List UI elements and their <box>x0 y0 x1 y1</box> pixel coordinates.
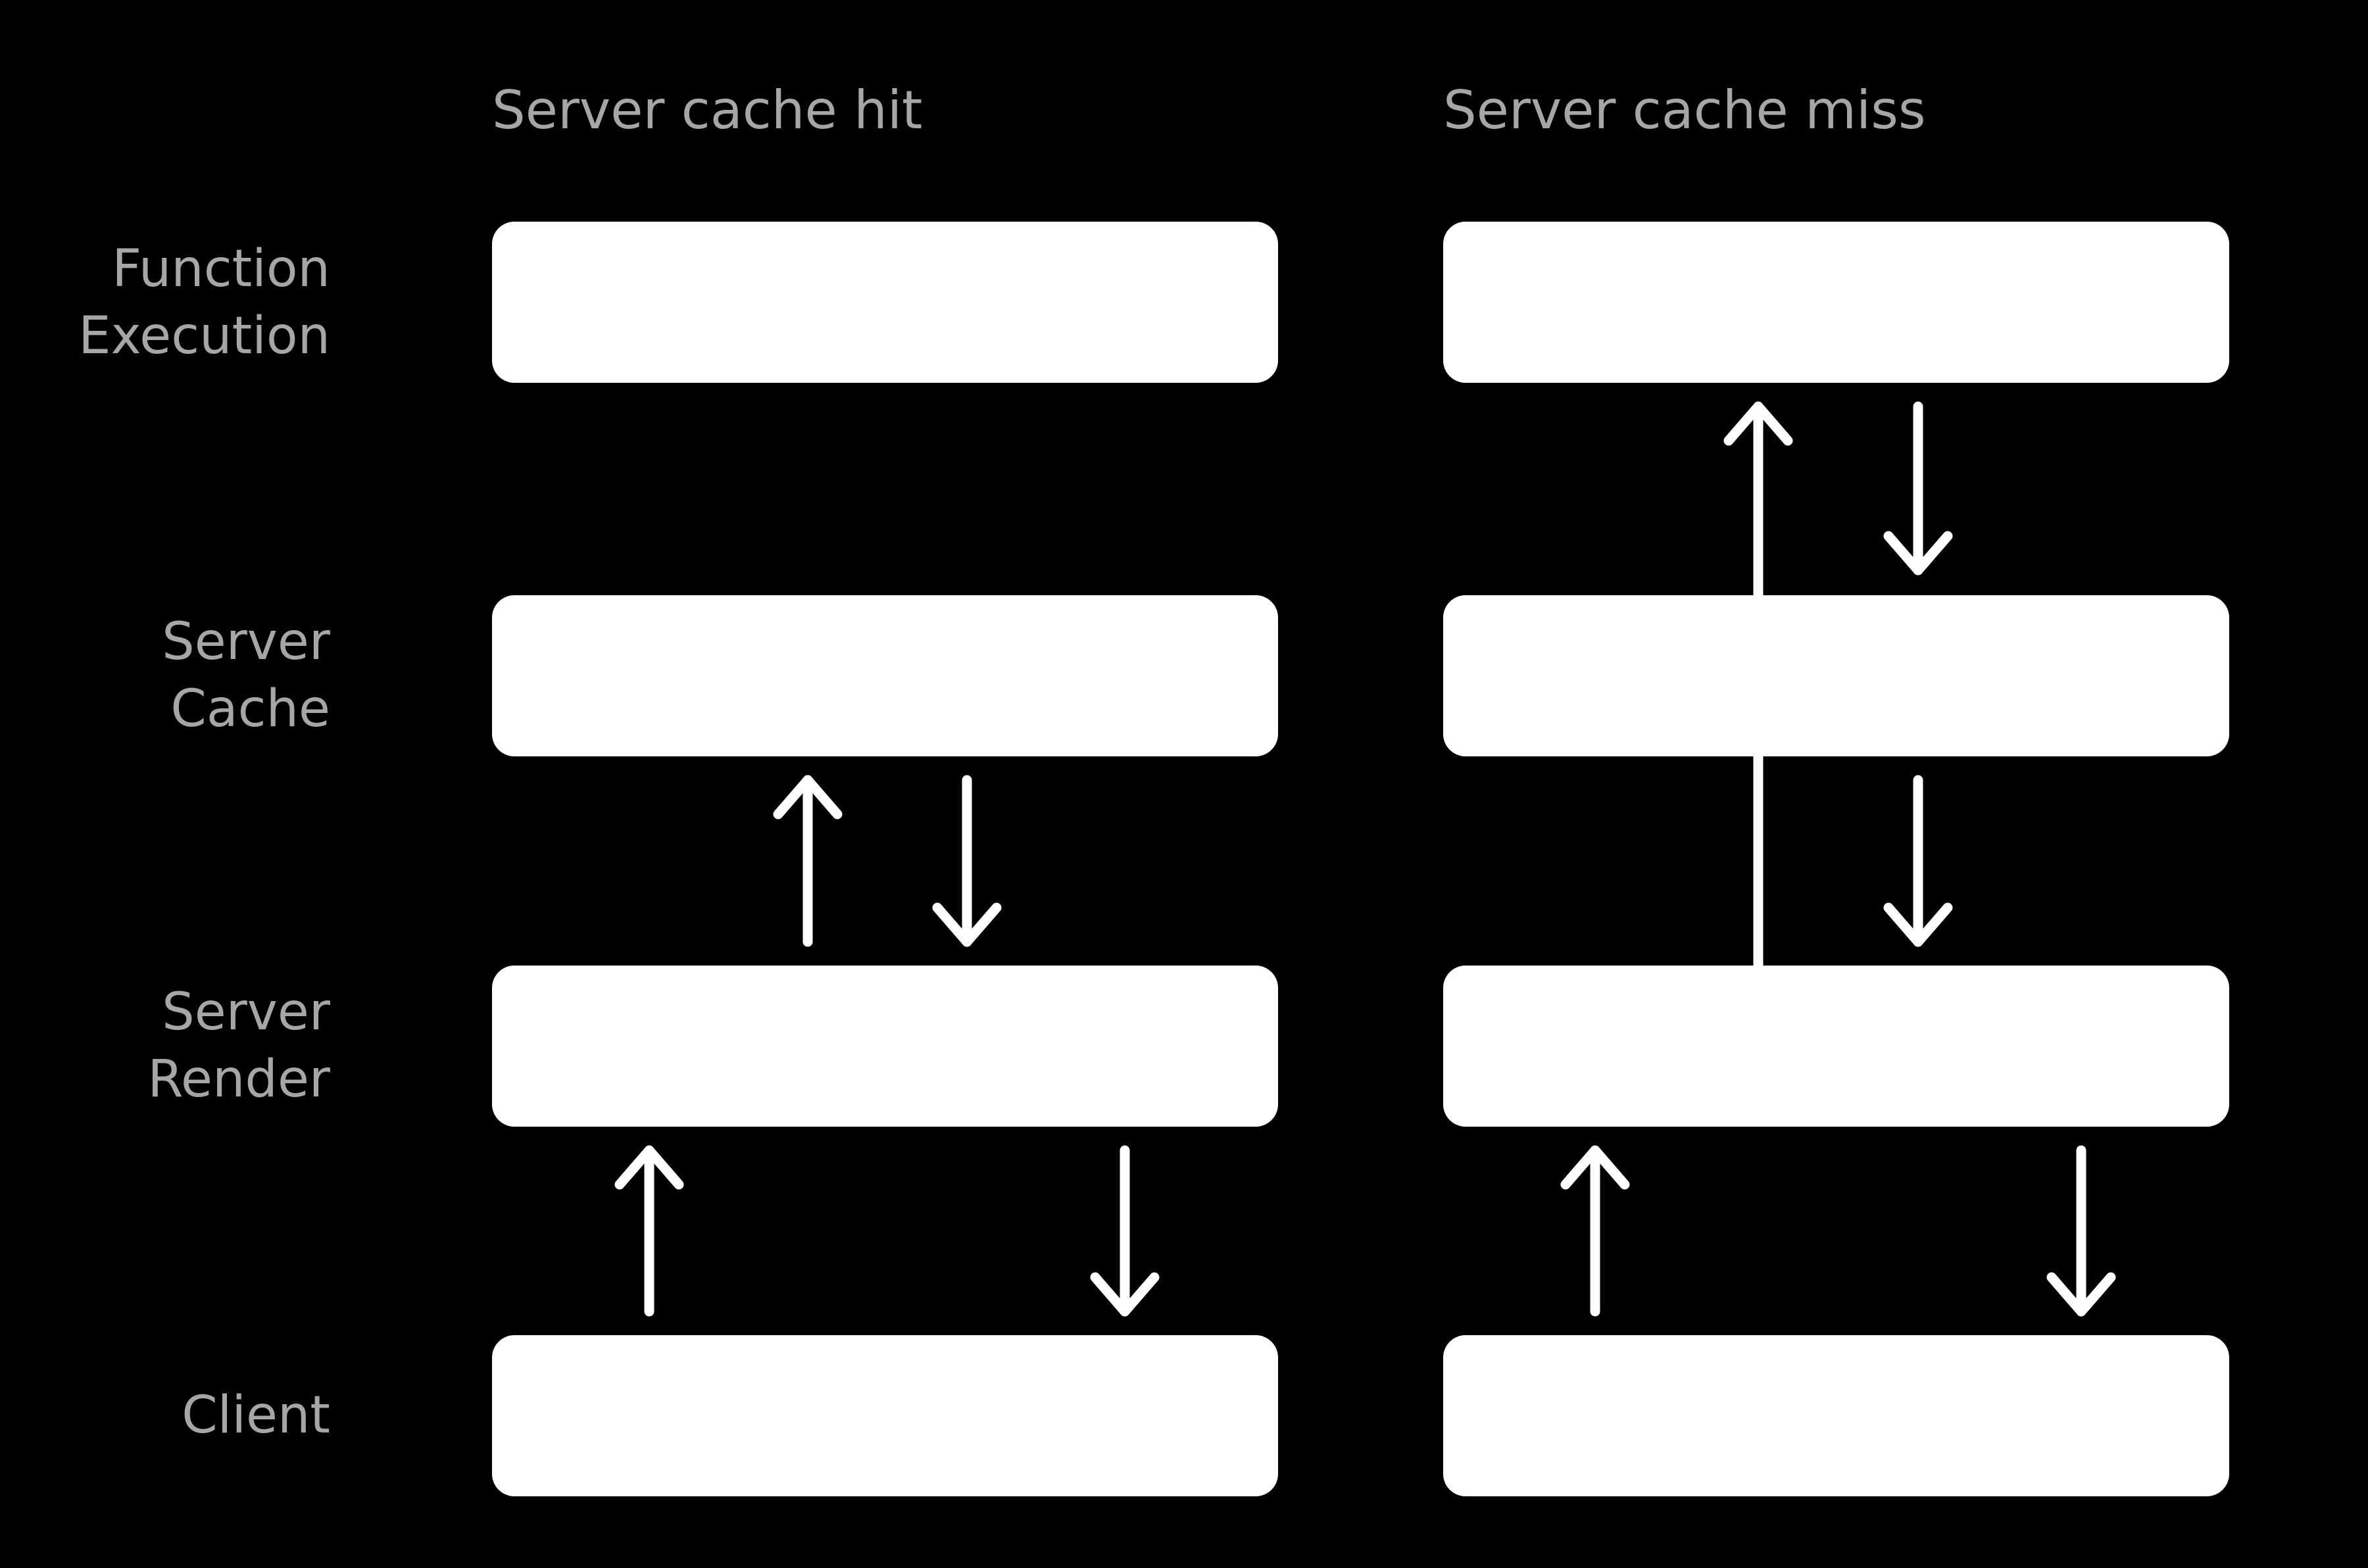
row-label-line: Server <box>162 983 330 1042</box>
arrow-hit-server-render-to-client <box>1090 1145 1160 1317</box>
row-label-client: Client <box>0 1382 330 1449</box>
box-hit-server-render <box>492 966 1278 1127</box>
row-label-server-render: Server Render <box>0 979 330 1113</box>
box-miss-server-cache <box>1443 595 2229 756</box>
arrow-miss-client-to-server-render <box>1560 1145 1630 1317</box>
arrow-hit-server-cache-to-server-render <box>932 775 1002 947</box>
box-hit-client <box>492 1335 1278 1496</box>
arrow-miss-function-execution-to-server-cache <box>1883 401 1953 576</box>
column-header-server-cache-hit: Server cache hit <box>492 80 923 141</box>
row-label-server-cache: Server Cache <box>0 608 330 743</box>
row-label-line: Cache <box>170 679 330 739</box>
box-hit-server-cache <box>492 595 1278 756</box>
row-label-line: Client <box>182 1386 330 1445</box>
arrow-hit-client-to-server-render <box>614 1145 684 1317</box>
box-miss-server-render <box>1443 966 2229 1127</box>
column-header-server-cache-miss: Server cache miss <box>1443 80 1926 141</box>
row-label-line: Server <box>162 612 330 672</box>
box-miss-client <box>1443 1335 2229 1496</box>
row-label-line: Execution <box>78 306 330 366</box>
arrow-miss-server-cache-to-server-render <box>1883 775 1953 947</box>
box-hit-function-execution <box>492 222 1278 383</box>
box-miss-function-execution <box>1443 222 2229 383</box>
arrow-hit-server-render-to-server-cache <box>773 775 843 947</box>
row-label-function-execution: Function Execution <box>0 235 330 370</box>
row-label-line: Render <box>147 1050 330 1109</box>
arrow-miss-server-render-to-client <box>2046 1145 2116 1317</box>
row-label-line: Function <box>112 239 330 299</box>
